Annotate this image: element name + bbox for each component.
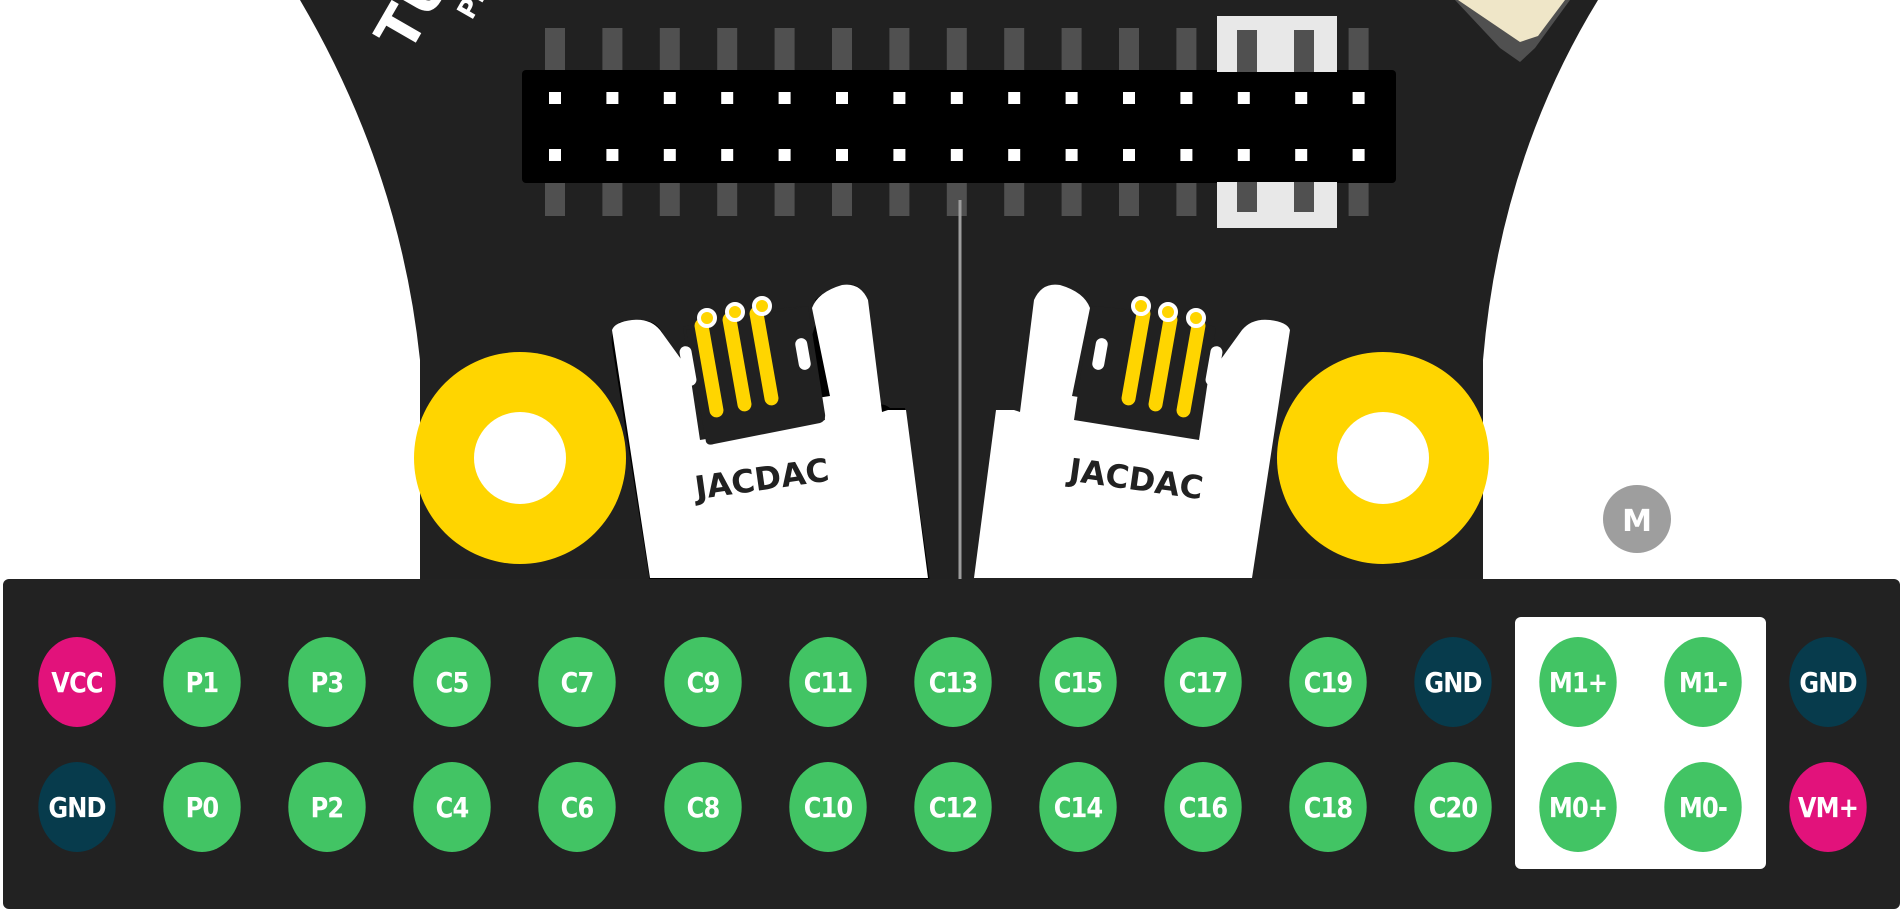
header-hole <box>721 92 734 104</box>
pin-c20: C20 <box>1414 762 1492 852</box>
header-pin <box>832 180 852 216</box>
header-hole <box>1065 92 1078 104</box>
pin-c13: C13 <box>913 637 992 727</box>
header-pin <box>889 180 910 216</box>
pin-c15: C15 <box>1039 637 1117 727</box>
header-hole <box>549 149 561 161</box>
motor-badge: M <box>1603 485 1671 553</box>
header-pin <box>659 180 680 216</box>
header-pin <box>1176 28 1197 72</box>
header-hole <box>721 149 734 161</box>
header-hole <box>1237 149 1250 161</box>
pin-c14: C14 <box>1039 762 1117 852</box>
header-hole <box>1123 149 1135 161</box>
header-pin <box>602 180 623 216</box>
pin-c4: C4 <box>413 762 491 852</box>
mounting-pad-left <box>414 352 626 564</box>
header-pin <box>1004 180 1025 216</box>
header-pin <box>774 28 795 72</box>
pin-gnd: GND <box>38 762 116 852</box>
header-pin <box>946 28 967 72</box>
pin-m0-minus: M0- <box>1664 762 1742 852</box>
header-pin <box>545 28 565 72</box>
header-hole <box>778 149 791 161</box>
mounting-pad-right <box>1277 352 1489 564</box>
header-hole <box>1295 149 1308 161</box>
header-hole <box>1065 149 1078 161</box>
header-pin <box>1061 28 1082 72</box>
header-hole <box>1237 92 1250 104</box>
header-hole <box>950 149 963 161</box>
header-pin <box>717 180 738 216</box>
pin-c5: C5 <box>413 637 491 727</box>
pin-m0-plus: M0+ <box>1539 762 1617 852</box>
header-holes <box>549 92 1365 161</box>
header-pin <box>946 180 967 216</box>
header-hole <box>549 92 561 104</box>
header-hole <box>893 92 906 104</box>
svg-text:M: M <box>1622 504 1652 539</box>
pin-p0: P0 <box>163 762 241 852</box>
pin-c11: C11 <box>788 637 867 727</box>
header-pin <box>1348 28 1369 72</box>
pin-c7: C7 <box>538 637 617 727</box>
corner-component <box>1455 0 1570 62</box>
jacdac-connector-left <box>611 284 930 582</box>
pin-vm-plus: VM+ <box>1789 762 1868 852</box>
pin-vcc: VCC <box>38 637 116 727</box>
pin-p1: P1 <box>163 637 241 727</box>
pin-c8: C8 <box>663 762 742 852</box>
header-hole <box>1008 92 1021 104</box>
pin-c19: C19 <box>1289 637 1367 727</box>
header-hole <box>1008 149 1021 161</box>
header-pin <box>602 28 623 72</box>
header-hole <box>1123 92 1135 104</box>
header-pin <box>774 180 795 216</box>
header-hole <box>663 92 676 104</box>
header-pin <box>717 28 738 72</box>
pin-c12: C12 <box>913 762 992 852</box>
pin-c18: C18 <box>1289 762 1367 852</box>
header-hole <box>606 149 619 161</box>
header-pin <box>659 28 680 72</box>
header-pin <box>1004 28 1025 72</box>
header-hole <box>893 149 906 161</box>
pin-c17: C17 <box>1164 637 1242 727</box>
header-hole <box>1295 92 1308 104</box>
header-hole <box>1352 149 1365 161</box>
pin-m1-plus: M1+ <box>1539 637 1617 727</box>
pin-p2: P2 <box>288 762 366 852</box>
header-pin <box>1348 180 1369 216</box>
header-pin <box>1176 180 1197 216</box>
pin-c10: C10 <box>788 762 867 852</box>
pin-c16: C16 <box>1164 762 1242 852</box>
pin-gnd: GND <box>1414 637 1492 727</box>
pin-m1-minus: M1- <box>1664 637 1742 727</box>
header-hole <box>950 92 963 104</box>
header-latch-bottom <box>1217 182 1337 228</box>
header-pin <box>1119 28 1139 72</box>
header-hole <box>663 149 676 161</box>
header-pin <box>1061 180 1082 216</box>
pin-c9: C9 <box>663 637 742 727</box>
pin-p3: P3 <box>288 637 366 727</box>
header-pin <box>832 28 852 72</box>
header-hole <box>1180 149 1193 161</box>
header-pin <box>545 180 565 216</box>
pin-gnd: GND <box>1789 637 1868 727</box>
header-hole <box>1180 92 1193 104</box>
header-hole <box>1352 92 1365 104</box>
header-hole <box>836 92 848 104</box>
pin-c6: C6 <box>538 762 617 852</box>
header-hole <box>606 92 619 104</box>
header-hole <box>836 149 848 161</box>
header-latch-top <box>1217 16 1337 72</box>
header-pin <box>1119 180 1139 216</box>
header-hole <box>778 92 791 104</box>
jacdac-connector-right <box>974 284 1290 578</box>
header-pin <box>889 28 910 72</box>
pin-header <box>522 70 1396 183</box>
